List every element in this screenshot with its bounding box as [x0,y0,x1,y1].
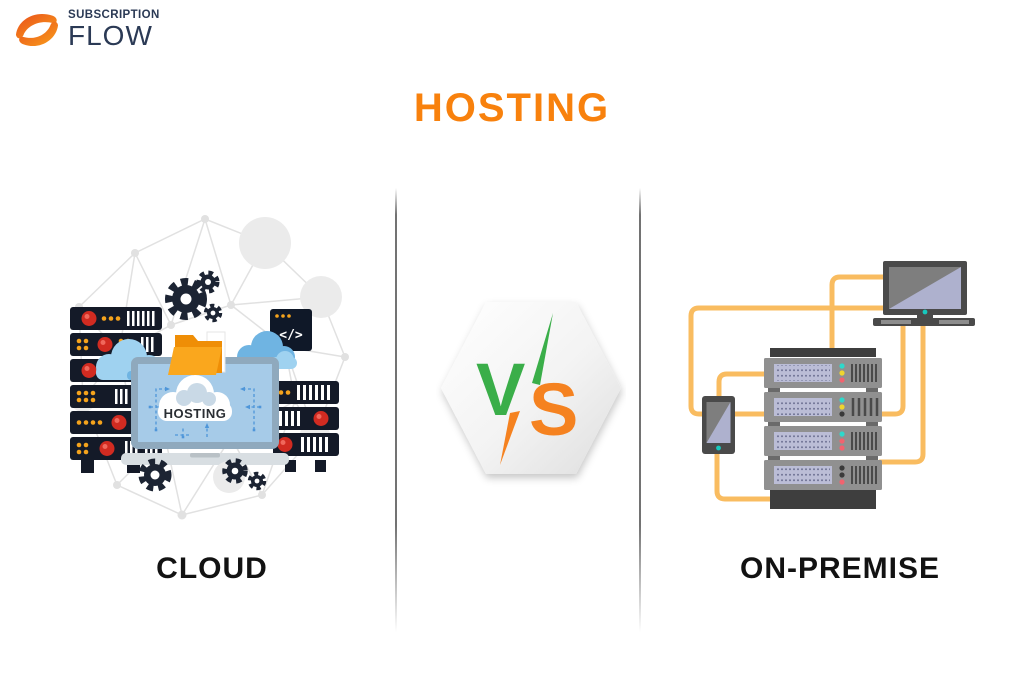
phone-home-button [716,445,721,451]
on-premise-label: ON-PREMISE [739,552,941,585]
monitor-power-light [922,309,928,315]
rack-unit [764,392,882,422]
server-unit [273,381,339,404]
code-glyph: </> [279,328,303,343]
rack-top-cap [770,348,876,357]
swirl-s-icon [15,13,59,47]
divider-left [395,188,397,632]
gears-top [165,270,223,323]
vs-slash-orange [500,411,520,465]
hosting-cloud-inner [176,383,216,406]
folder-icon [168,331,226,375]
brand-line2: FLOW [68,20,153,52]
page-title: HOSTING [413,86,611,130]
brand-wordmark: SUBSCRIPTION FLOW [68,8,160,52]
server-unit [70,307,162,330]
rack-unit [764,460,882,490]
brand-logo: SUBSCRIPTION FLOW [14,8,160,52]
hexagon-shape [441,302,621,474]
on-premise-illustration [688,261,975,509]
server-tower-right [273,381,339,472]
divider-right [639,188,641,632]
rack-bottom-base [770,490,876,509]
rack-unit [764,426,882,456]
vs-badge: V S [441,302,621,474]
laptop-screen-text: HOSTING [164,406,227,421]
smartphone [702,396,735,454]
cloud-hosting-illustration: </> [70,215,349,520]
rack-unit [764,358,882,388]
vs-letter-s: S [529,368,578,451]
brand-line1: SUBSCRIPTION [68,8,160,21]
server-unit [273,407,339,430]
network-cables [688,274,926,502]
vs-letter-v: V [476,348,525,431]
server-rack [764,348,882,509]
server-unit [273,433,339,456]
gears-bottom [138,458,267,493]
vs-slash-green [532,313,553,385]
cloud-label: CLOUD [156,552,268,585]
monitor [873,261,975,326]
